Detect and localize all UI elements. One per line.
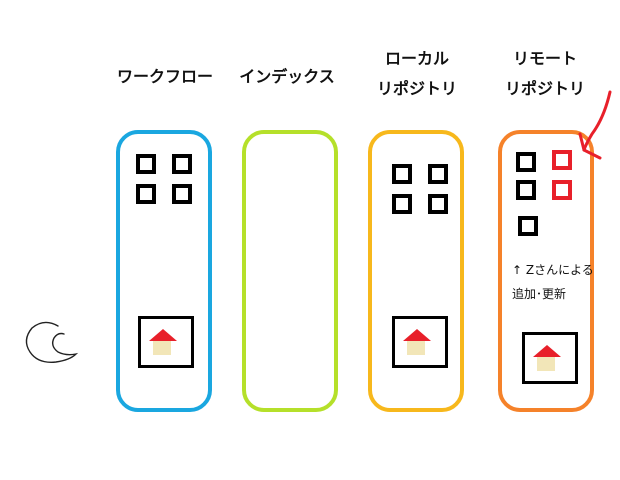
file-icon — [136, 184, 156, 204]
workflow-title: ワークフロー — [110, 62, 220, 92]
workflow-column — [116, 130, 212, 412]
local-repo-title: ローカル リポジトリ — [362, 44, 472, 104]
house-icon — [533, 345, 561, 371]
remote-update-note-line1: ↑ Zさんによる — [512, 263, 594, 277]
file-icon — [392, 194, 412, 214]
file-icon — [428, 194, 448, 214]
house-icon — [149, 329, 177, 355]
file-icon — [518, 216, 538, 236]
file-icon — [136, 154, 156, 174]
local-repo-column — [368, 130, 464, 412]
remote-update-note-line2: 追加･更新 — [512, 287, 567, 301]
workflow-title-line1: ワークフロー — [116, 67, 213, 86]
index-title-line1: インデックス — [239, 67, 335, 86]
local-repo-title-line1: ローカル — [384, 49, 449, 68]
remote-repo-title-line1: リモート — [512, 49, 577, 68]
remote-repo-title: リモート リポジトリ — [490, 44, 600, 104]
house-icon-frame — [522, 332, 578, 384]
file-icon — [392, 164, 412, 184]
remote-repo-title-line2: リポジトリ — [504, 79, 585, 98]
file-icon — [172, 184, 192, 204]
house-icon-frame — [138, 316, 194, 368]
cursor-scribble-icon — [25, 321, 79, 363]
remote-update-note: ↑ Zさんによる 追加･更新 — [512, 258, 594, 306]
house-icon — [403, 329, 431, 355]
file-icon — [172, 154, 192, 174]
remote-repo-column: ↑ Zさんによる 追加･更新 — [498, 130, 594, 412]
house-icon-frame — [392, 316, 448, 368]
new-file-icon — [552, 180, 572, 200]
file-icon — [516, 152, 536, 172]
file-icon — [516, 180, 536, 200]
index-column — [242, 130, 338, 412]
new-file-icon — [552, 150, 572, 170]
local-repo-title-line2: リポジトリ — [376, 79, 457, 98]
index-title: インデックス — [232, 62, 342, 92]
file-icon — [428, 164, 448, 184]
